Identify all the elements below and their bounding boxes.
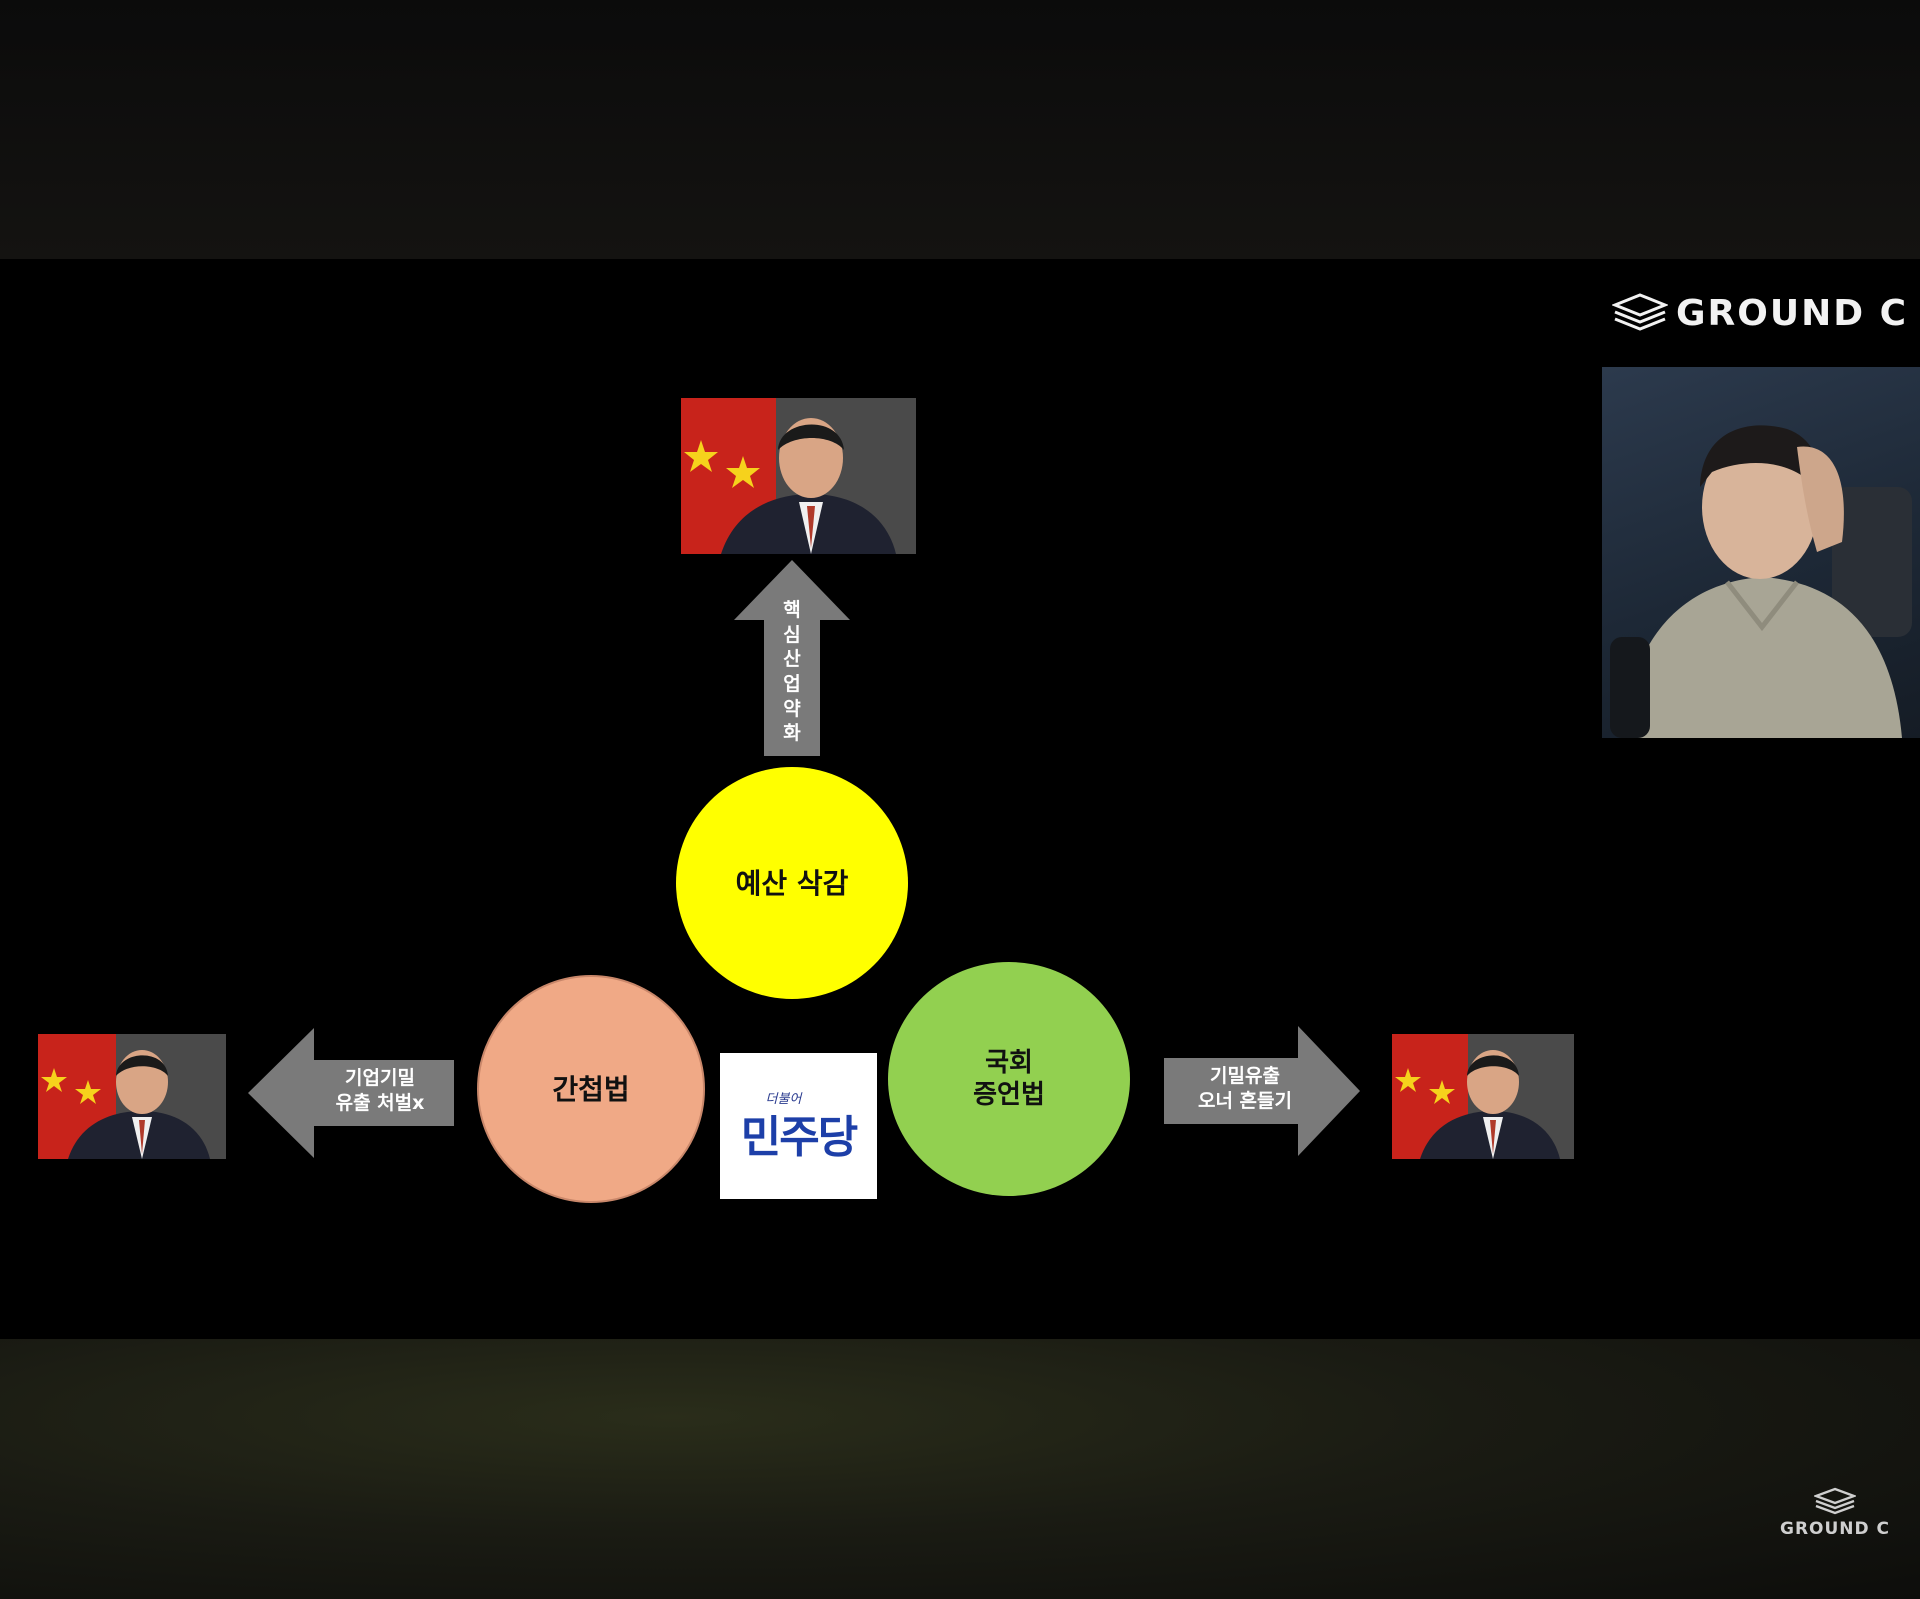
photo-left	[38, 1034, 226, 1159]
up-arrow-char: 업	[783, 673, 801, 696]
budget-cut-circle: 예산 삭감	[676, 767, 908, 999]
watermark-brand-name: GROUND C	[1780, 1519, 1891, 1539]
left-arrow-label: 기업기밀 유출 처벌x	[305, 1066, 455, 1115]
testimony-law-line: 증언법	[973, 1080, 1045, 1110]
stack-layers-icon	[1612, 293, 1668, 331]
bottom-letterbox	[0, 1339, 1920, 1599]
right-arrow-label: 기밀유출 오너 흔들기	[1170, 1064, 1320, 1113]
up-arrow-char: 심	[783, 623, 801, 646]
presenter-webcam	[1602, 367, 1920, 738]
party-logo: 더불어 민주당	[720, 1053, 877, 1199]
budget-cut-label: 예산 삭감	[735, 866, 849, 900]
left-arrow-line: 기업기밀	[345, 1067, 415, 1089]
photo-top	[681, 398, 916, 554]
top-letterbox	[0, 0, 1920, 259]
left-arrow	[248, 1028, 454, 1158]
up-arrow-char: 핵	[783, 599, 801, 621]
presenter-figure	[1610, 425, 1912, 738]
espionage-law-circle: 간첩법	[477, 975, 705, 1203]
brand-name: GROUND C	[1676, 292, 1909, 334]
testimony-law-label: 국회 증언법	[973, 1047, 1045, 1112]
up-arrow	[734, 560, 850, 756]
up-arrow-char: 산	[783, 648, 801, 671]
ground-c-logo: GROUND C	[1612, 292, 1908, 334]
espionage-law-label: 간첩법	[552, 1072, 630, 1106]
up-arrow-char: 화	[783, 722, 801, 745]
left-arrow-line: 유출 처벌x	[335, 1091, 425, 1114]
ground-c-watermark: GROUND C	[1780, 1487, 1890, 1539]
testimony-law-line: 국회	[985, 1047, 1033, 1078]
photo-right	[1392, 1034, 1574, 1159]
party-logo-main-text: 민주당	[740, 1111, 858, 1163]
up-arrow-label: 핵 심 산 업 약 화	[772, 598, 812, 746]
party-logo-small-text: 더불어	[765, 1091, 802, 1107]
right-arrow	[1164, 1026, 1360, 1156]
right-arrow-line: 오너 흔들기	[1197, 1089, 1292, 1112]
testimony-law-circle: 국회 증언법	[888, 962, 1130, 1196]
right-arrow-line: 기밀유출	[1210, 1065, 1280, 1087]
stack-layers-icon	[1814, 1487, 1857, 1515]
up-arrow-char: 약	[783, 697, 801, 720]
